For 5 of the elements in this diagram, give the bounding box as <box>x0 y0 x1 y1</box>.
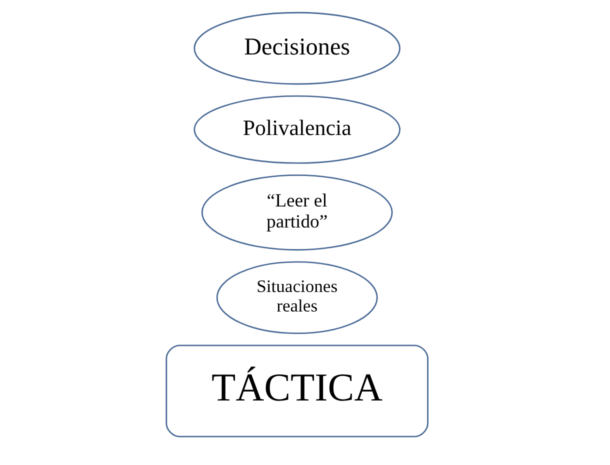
node-ellipse: Polivalencia <box>194 95 400 164</box>
node-ellipse: Situaciones reales <box>216 261 378 334</box>
node-ellipse: Decisiones <box>194 12 400 85</box>
node-ellipse: “Leer el partido” <box>201 174 393 251</box>
node-box: TÁCTICA <box>166 344 428 438</box>
